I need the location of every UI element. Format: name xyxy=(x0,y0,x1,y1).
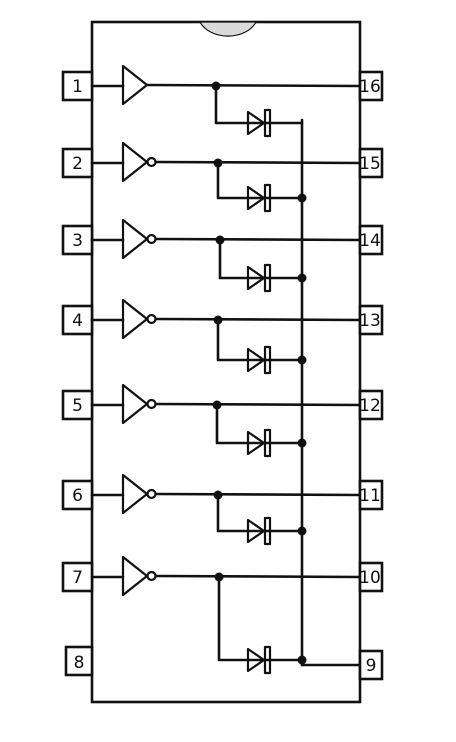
pin-label: 15 xyxy=(359,154,381,174)
pin-label: 2 xyxy=(72,154,83,174)
ic-notch xyxy=(199,21,257,37)
pin-label: 1 xyxy=(72,77,83,97)
pin-label: 3 xyxy=(72,231,83,251)
channel-4: 4 13 xyxy=(61,298,384,375)
output-wire xyxy=(154,237,362,242)
channel-1: 1 16 xyxy=(61,64,384,138)
pin-4-box xyxy=(61,304,94,336)
channel-5: 5 12 xyxy=(61,383,384,458)
diode-symbol xyxy=(246,647,266,673)
diode-symbol xyxy=(246,265,266,291)
output-wire xyxy=(154,160,362,165)
pin-label: 8 xyxy=(74,653,85,673)
output-wire xyxy=(154,574,362,579)
pin-label: 13 xyxy=(359,311,381,331)
diode-branch-wire xyxy=(216,493,304,533)
channel-6: 6 11 xyxy=(61,473,384,546)
diode-branch-wire xyxy=(216,318,304,362)
diode-symbol xyxy=(246,110,266,136)
pin-label: 12 xyxy=(359,396,381,416)
diode-branch-wire xyxy=(214,84,304,125)
channel-2: 2 15 xyxy=(61,141,384,213)
pin-11-box xyxy=(358,479,384,511)
diode-symbol xyxy=(246,185,266,211)
diode-cathode-bar xyxy=(263,428,272,458)
channel-3: 3 14 xyxy=(61,218,384,293)
diode-symbol xyxy=(246,430,266,456)
pin-label: 11 xyxy=(359,486,381,506)
buffer-symbol xyxy=(121,64,149,106)
pin-label: 10 xyxy=(359,568,381,588)
diode-cathode-bar xyxy=(263,263,272,293)
channel-7: 7 10 xyxy=(61,555,384,675)
pin-10-box xyxy=(358,561,384,593)
diode-cathode-bar xyxy=(263,345,272,375)
pin-2-box xyxy=(61,147,94,179)
diode-cathode-bar xyxy=(263,645,272,675)
pin-label: 6 xyxy=(72,486,83,506)
ic-package-body xyxy=(90,20,362,704)
diode-symbol xyxy=(246,347,266,373)
pin-13-box xyxy=(358,304,384,336)
diode-branch-wire xyxy=(218,238,304,280)
inverter-symbol xyxy=(121,218,149,260)
pin-3-box xyxy=(61,224,94,256)
bus-junction-dot xyxy=(297,655,307,665)
output-wire xyxy=(145,83,362,88)
output-wire xyxy=(154,492,362,497)
pin-9-box xyxy=(358,649,384,681)
pin-label: 7 xyxy=(72,568,83,588)
diode-branch-wire xyxy=(216,161,304,200)
bus-junction-dot xyxy=(297,355,307,365)
pin-16-box xyxy=(358,70,384,102)
pin-label: 4 xyxy=(72,311,83,331)
inverter-symbol xyxy=(121,473,149,515)
pin-6-box xyxy=(61,479,94,511)
pin-label: 14 xyxy=(359,231,381,251)
pin-14-box xyxy=(358,224,384,256)
pin-15-box xyxy=(358,147,384,179)
diode-branch-wire xyxy=(215,403,304,445)
diode-cathode-bar xyxy=(263,516,272,546)
diode-branch-wire xyxy=(217,575,304,662)
pin-label: 16 xyxy=(359,77,381,97)
diode-cathode-bar xyxy=(263,108,272,138)
pin-8-box xyxy=(64,645,94,677)
pin-label: 9 xyxy=(366,656,377,676)
inverter-symbol xyxy=(121,555,149,597)
inverter-symbol xyxy=(121,383,149,425)
bus-junction-dot xyxy=(297,526,307,536)
bus-junction-dot xyxy=(297,438,307,448)
diode-symbol xyxy=(246,518,266,544)
inverter-symbol xyxy=(121,298,149,340)
inverter-symbol xyxy=(121,141,149,183)
output-wire xyxy=(154,317,362,322)
pin-12-box xyxy=(358,389,384,421)
pin-label: 5 xyxy=(72,396,83,416)
bus-junction-dot xyxy=(297,193,307,203)
bus-junction-dot xyxy=(297,273,307,283)
diode-cathode-bar xyxy=(263,183,272,213)
output-wire xyxy=(154,402,362,407)
